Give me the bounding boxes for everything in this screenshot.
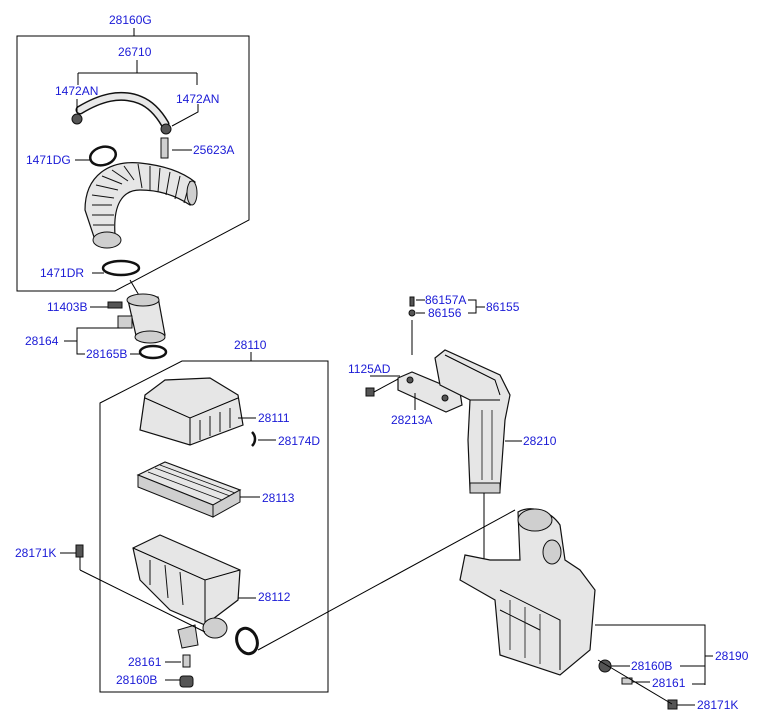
label-25623A: 25623A	[193, 143, 235, 157]
grommet-28161-left	[165, 654, 191, 668]
label-28171K-left: 28171K	[15, 546, 57, 560]
label-28112: 28112	[258, 590, 291, 604]
intake-hose	[84, 162, 198, 249]
bracket-28213A	[397, 371, 463, 413]
label-28165B: 28165B	[86, 347, 128, 361]
label-28113: 28113	[262, 491, 295, 505]
leader-26710	[77, 60, 198, 85]
box-28110	[99, 352, 329, 693]
label-1472AN-right: 1472AN	[176, 92, 220, 106]
label-28190: 28190	[715, 649, 749, 663]
insulator-28160B-right	[598, 659, 705, 673]
label-28111: 28111	[258, 411, 290, 425]
label-28160B-left: 28160B	[116, 673, 158, 687]
label-28161-left: 28161	[128, 655, 162, 669]
label-1471DR: 1471DR	[40, 266, 85, 280]
bolt-28171K-right	[597, 659, 695, 710]
label-26710: 26710	[118, 45, 152, 59]
box-28160G	[16, 28, 250, 292]
label-28160G: 28160G	[109, 13, 152, 27]
label-28164: 28164	[25, 334, 59, 348]
label-86156: 86156	[428, 306, 462, 320]
insulator-28160B-left	[165, 675, 194, 688]
clamp-1471DG	[75, 145, 118, 167]
label-11403B: 11403B	[47, 300, 88, 314]
label-28161-right: 28161	[652, 676, 686, 690]
label-1471DG: 1471DG	[26, 153, 71, 167]
airflow-sensor-28164	[64, 279, 168, 360]
leader-resonator-connect	[257, 509, 516, 651]
label-86155: 86155	[486, 300, 520, 314]
label-28171K-right: 28171K	[697, 698, 739, 712]
label-1472AN-left: 1472AN	[55, 84, 99, 98]
label-86157A: 86157A	[425, 293, 467, 307]
label-28160B-right: 28160B	[631, 659, 673, 673]
air-cleaner-case	[132, 534, 259, 656]
fitting-25623A	[160, 137, 192, 159]
bolt-28171K-left	[60, 544, 206, 633]
intake-duct-28210	[434, 349, 522, 575]
clamp-1472AN-left	[71, 99, 83, 125]
label-1125AD: 1125AD	[348, 362, 391, 376]
bolt-1125AD	[365, 375, 401, 397]
fastener-86155	[408, 296, 485, 355]
label-28213A: 28213A	[391, 413, 433, 427]
resonator-28190	[459, 508, 713, 685]
label-28110: 28110	[234, 338, 267, 352]
air-filter-element	[136, 461, 260, 518]
clamp-1471DR	[92, 259, 141, 277]
air-cleaner-cover	[139, 377, 276, 447]
label-28210: 28210	[523, 434, 557, 448]
clamp-1472AN-right	[160, 104, 199, 135]
label-28174D: 28174D	[278, 434, 321, 448]
